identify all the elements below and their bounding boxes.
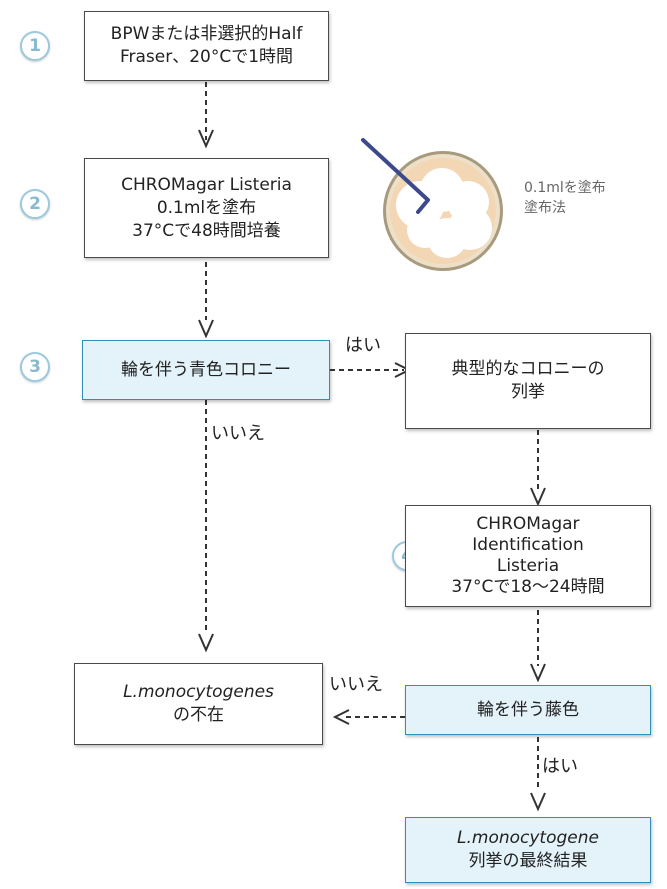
spreader <box>361 138 430 214</box>
blue-colony-label: 輪を伴う青色コロニー <box>121 359 291 380</box>
no-label-2: いいえ <box>329 674 383 695</box>
final-line-2: 列挙の最終結果 <box>468 851 588 871</box>
identification-line-2: Identification <box>472 535 584 555</box>
arrow-head-absent-left <box>332 709 350 725</box>
typical-line-2: 列挙 <box>511 382 545 402</box>
no-label-1: いいえ <box>211 423 265 444</box>
yes-label-1: はい <box>345 335 381 356</box>
plate-caption-line-1: 0.1mlを塗布 <box>524 180 606 196</box>
blue-colony-box: 輪を伴う青色コロニー <box>82 340 330 400</box>
purple-ring-label: 輪を伴う藤色 <box>477 699 579 720</box>
typical-line-1: 典型的なコロニーの <box>451 359 605 379</box>
identification-line-4: 37°Cで18～24時間 <box>451 577 605 597</box>
enrichment-line-2: Fraser、20°Cで1時間 <box>119 47 294 67</box>
enrichment-line-1: BPWまたは非選択的Half <box>110 24 303 44</box>
step-2-marker: 2 <box>20 189 50 219</box>
chromagar-line-1: CHROMagar Listeria <box>121 174 292 195</box>
typical-colony-box: 典型的なコロニーの 列挙 <box>405 333 651 429</box>
arrow-head-2 <box>198 129 214 149</box>
final-result-box: L.monocytogene 列挙の最終結果 <box>405 817 651 883</box>
arrow-head-final <box>530 792 546 812</box>
enrichment-box: BPWまたは非選択的Half Fraser、20°Cで1時間 <box>84 11 329 81</box>
arrow-head-absent <box>198 633 214 653</box>
absent-box: L.monocytogenes の不在 <box>74 663 323 745</box>
absent-line-2: の不在 <box>173 705 224 725</box>
chromagar-line-2: 0.1mlを塗布 <box>156 197 257 218</box>
plate-caption-line-2: 塗布法 <box>524 200 566 216</box>
arrow-head-purple <box>530 663 546 683</box>
plate-caption: 0.1mlを塗布 塗布法 <box>524 178 606 218</box>
identification-line-3: Listeria <box>496 556 560 576</box>
step-3-marker: 3 <box>20 352 50 382</box>
step-1-marker: 1 <box>20 31 50 61</box>
petri-dish-illustration <box>361 138 503 271</box>
arrow-head-3 <box>198 319 214 339</box>
identification-line-1: CHROMagar <box>476 514 580 534</box>
identification-box: CHROMagar Identification Listeria 37°Cで1… <box>405 505 651 607</box>
chromagar-line-3: 37°Cで48時間培養 <box>132 220 281 241</box>
arrow-head-4 <box>530 487 546 507</box>
final-species: L.monocytogene <box>457 828 599 848</box>
purple-ring-box: 輪を伴う藤色 <box>405 685 651 735</box>
chromagar-listeria-box: CHROMagar Listeria 0.1mlを塗布 37°Cで48時間培養 <box>84 158 329 258</box>
absent-species: L.monocytogenes <box>123 682 274 702</box>
yes-label-2: はい <box>542 756 578 777</box>
